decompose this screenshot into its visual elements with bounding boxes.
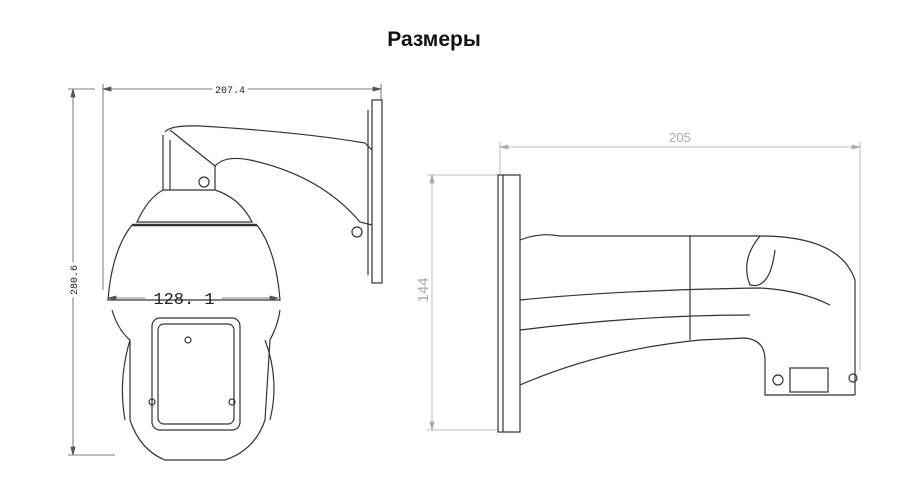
bracket-plate <box>497 174 521 433</box>
dome-shell <box>107 224 281 301</box>
dimension-207-4 <box>102 84 382 290</box>
page-title: Размеры <box>387 28 481 51</box>
camera-side-view <box>68 84 383 461</box>
width-label: 207.4 <box>215 86 245 97</box>
bracket-arm-top <box>519 234 856 395</box>
camera-body <box>111 309 281 461</box>
dimension-128-1 <box>107 295 279 301</box>
arm-top <box>164 125 373 151</box>
bracket-length-label: 205 <box>669 130 691 145</box>
dimension-144 <box>427 174 498 431</box>
bracket-side-view <box>427 142 861 433</box>
bracket-height-label: 144 <box>415 277 432 302</box>
dimension-205 <box>499 142 861 370</box>
wall-plate <box>371 99 383 284</box>
dome-neck <box>136 189 253 223</box>
dimension-280-6 <box>68 88 115 456</box>
dome-diameter-label: 128. 1 <box>153 291 214 310</box>
height-label: 280.6 <box>70 265 81 295</box>
